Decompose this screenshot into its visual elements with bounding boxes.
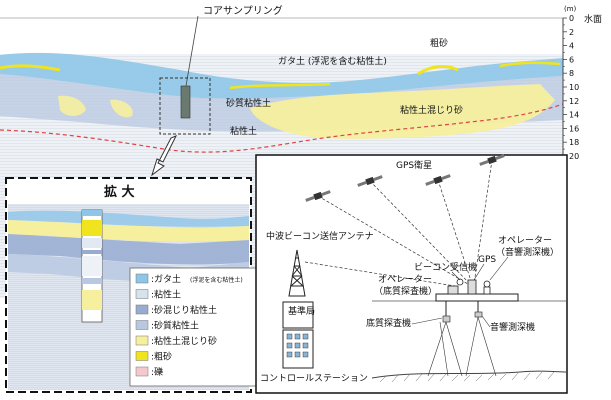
beacon-signal-line	[304, 261, 456, 287]
coarse-sand-streak	[229, 82, 331, 90]
sonar-leader	[481, 315, 491, 328]
legend-swatch	[135, 320, 149, 330]
legend-swatch	[135, 304, 149, 315]
depth-tick-label: 16	[569, 124, 579, 133]
core-sampling-label: コアサンプリング	[203, 4, 283, 17]
zoom-core-segment	[82, 210, 102, 216]
legend-label: :礫	[151, 366, 163, 378]
zoom-core-segment	[82, 238, 102, 248]
section-labels: コアサンプリング ガタ土 (浮泥を含む粘性土) 粗砂 砂質粘性土 粘性土混じり砂…	[185, 4, 463, 137]
legend-label: :粘性土混じり砂	[151, 335, 217, 347]
depth-tick-label: 14	[569, 111, 579, 120]
zoom-core-segment	[82, 220, 102, 236]
zoom-core-segment	[82, 256, 102, 276]
zoom-arrow	[151, 135, 178, 177]
beacon-receiver-label: ビーコン受信機	[414, 261, 477, 273]
depth-tick-label: 2	[569, 28, 574, 37]
legend-swatch	[135, 335, 149, 346]
depth-tick-label: 6	[569, 55, 574, 64]
control-station-label: コントロールステーション	[260, 373, 368, 384]
legend: :ガタ土 (浮泥を含む粘性土) :粘性土 :砂混じり粘性土 :砂質粘性土 :粘性土混じり砂…	[129, 267, 257, 387]
water-column	[0, 18, 563, 54]
zoom-layer-mixed	[8, 234, 249, 265]
operator-sonar-leader	[489, 256, 509, 281]
satellite-signals	[317, 159, 493, 285]
clay-mixed-sand-label: 粘性土混じり砂	[400, 104, 463, 116]
depth-axis: (m) 水面 0 2 4 6 8 10 12 14 16 18 20	[562, 5, 602, 294]
operator-sonar-label-line1: オペレーター	[498, 235, 552, 246]
zoom-title: 拡 大	[104, 184, 135, 200]
legend-label: :粘性土	[151, 289, 181, 301]
system-panel: GPS衛星 中波ビーコン送信アンテナ 基準局	[255, 154, 568, 394]
sampler-leader	[411, 317, 443, 325]
zoom-layer-sand	[8, 220, 249, 242]
legend-swatch	[135, 273, 149, 284]
legend-items: :ガタ土 (浮泥を含む粘性土) :粘性土 :砂混じり粘性土 :砂質粘性土 :粘性土混じり砂…	[135, 273, 243, 378]
acoustic-beams	[427, 316, 497, 377]
seabed-hatching	[379, 371, 555, 383]
layer-gatado	[0, 52, 563, 99]
operator-sonar-label-line2: （音響測深機）	[496, 246, 559, 258]
depth-unit: (m)	[564, 5, 577, 13]
gravel-boundary-line	[0, 103, 564, 153]
legend-box	[129, 267, 257, 387]
zoom-core-segment	[82, 290, 102, 310]
surface-label: 水面	[584, 13, 602, 25]
sand-patch	[58, 95, 86, 116]
depth-tick-label: 0	[569, 14, 574, 23]
sand-patch	[110, 99, 133, 118]
antenna-tower-icon	[288, 249, 306, 297]
zoom-layer-gatado	[8, 210, 249, 227]
beacon-receiver-leader	[451, 271, 461, 281]
legend-swatch	[135, 366, 149, 377]
survey-platform-icon	[435, 278, 519, 323]
operator-sampler-label-line1: オペレーター	[378, 274, 432, 285]
zoom-core-segment	[82, 250, 102, 254]
base-station-label: 基準局	[288, 305, 315, 317]
depth-tick-label: 12	[569, 97, 579, 106]
core-sample	[180, 85, 191, 119]
system-seabed-line	[371, 370, 567, 379]
legend-label: :粗砂	[151, 351, 172, 363]
legend-swatch	[135, 289, 149, 299]
depth-tick-label: 18	[569, 138, 579, 147]
coarse-sand-streak	[0, 64, 61, 72]
base-station-box	[282, 301, 314, 329]
zoom-selection-box	[159, 77, 211, 135]
depth-tick-label: 20	[569, 152, 579, 161]
layer-clay-mixed-sand	[250, 84, 555, 139]
coarse-sand-label: 粗砂	[430, 37, 448, 49]
zoom-core-segment	[82, 278, 102, 284]
legend-label: :砂混じり粘性土	[151, 304, 217, 316]
legend-swatch	[135, 351, 149, 361]
coarse-sand-streak	[417, 65, 459, 76]
sandy-clay-label: 砂質粘性土	[226, 97, 271, 109]
control-station-icon	[282, 329, 314, 369]
depth-tick-label: 8	[569, 69, 574, 78]
antenna-label: 中波ビーコン送信アンテナ	[266, 230, 374, 242]
sampler-label: 底質探査機	[366, 317, 411, 329]
legend-note: (浮泥を含む粘性土)	[190, 276, 243, 284]
gps-leader	[473, 263, 485, 281]
sonar-label: 音響測深機	[490, 321, 535, 333]
legend-label: :砂質粘性土	[151, 320, 199, 332]
depth-tick-label: 4	[569, 42, 574, 51]
gps-satellite-icon	[479, 154, 505, 166]
coarse-sand-streak	[499, 61, 561, 68]
depth-ticks: 0 2 4 6 8 10 12 14 16 18 20	[563, 14, 579, 161]
core-leader-line	[185, 15, 199, 87]
depth-tick-label: 10	[569, 83, 579, 92]
gatado-label: ガタ土 (浮泥を含む粘性土)	[278, 55, 387, 67]
clay-label: 粘性土	[230, 125, 257, 137]
gps-label: GPS	[478, 255, 496, 265]
operator-sampler-label-line2: （底質探査機）	[374, 285, 437, 297]
gps-satellite-label: GPS衛星	[396, 159, 432, 171]
legend-label: :ガタ土	[151, 273, 181, 285]
